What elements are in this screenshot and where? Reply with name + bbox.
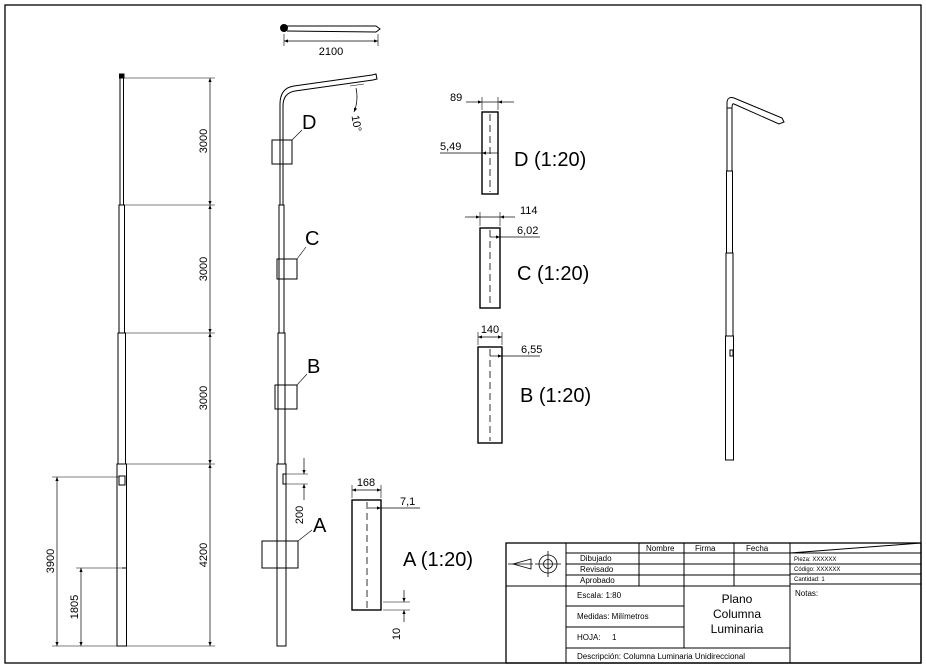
dim-total-label: 3900	[45, 549, 57, 573]
dim-arc-angle	[353, 87, 358, 113]
sec-c-title: C (1:20)	[517, 263, 589, 285]
section-detail-c	[465, 212, 540, 309]
sec-d-thickness-label: 5,49	[440, 141, 461, 153]
sec-c-outer-label: 114	[520, 205, 538, 217]
elevation-view	[52, 73, 215, 647]
sec-b-title: B (1:20)	[520, 385, 591, 407]
door-opening	[118, 475, 126, 486]
dim-seg2-label: 3000	[198, 257, 210, 281]
tb-description: Descripción: Columna Luminaria Unidirecc…	[577, 652, 745, 661]
dim-side-door-label: 200	[294, 506, 306, 524]
section-detail-b	[477, 332, 540, 444]
tb-role-revisado: Revisado	[580, 565, 614, 574]
tb-code: Código: XXXXXX	[794, 567, 840, 573]
section-marker-c	[276, 258, 298, 280]
title-block	[505, 542, 922, 664]
side-pole-segment-a	[276, 463, 287, 647]
pole-segment-middle	[117, 332, 126, 465]
tb-header-firma: Firma	[695, 544, 716, 553]
tb-quantity: Cantidad: 1	[794, 577, 825, 583]
section-label-a: A	[313, 515, 327, 537]
sec-d-title: D (1:20)	[514, 149, 586, 171]
section-label-b: B	[307, 356, 320, 378]
tb-role-dibujado: Dibujado	[580, 554, 612, 563]
luminaire-arm	[279, 74, 374, 205]
dim-arm-label: 2100	[319, 46, 343, 58]
tb-plan-title-line1: Plano	[722, 592, 753, 606]
isometric-view	[725, 97, 785, 461]
pole-segment-base	[116, 463, 127, 647]
sec-b-thickness-label: 6,55	[521, 344, 542, 356]
tb-units: Medidas: Milímetros	[577, 612, 649, 621]
dim-seg3-label: 3000	[198, 386, 210, 410]
section-marker-b	[274, 384, 298, 410]
section-marker-a	[261, 540, 299, 569]
section-marker-d	[271, 139, 293, 165]
dim-angle-label: 10°	[349, 114, 364, 132]
pole-segment-upper	[118, 204, 125, 334]
dim-seg1-label: 3000	[198, 129, 210, 153]
side-view	[261, 24, 381, 647]
sheet-border	[4, 4, 922, 664]
sec-a-outer-label: 168	[357, 477, 375, 489]
sec-a-title: A (1:20)	[403, 549, 473, 571]
section-label-c: C	[305, 228, 319, 250]
sec-b-outer-label: 140	[481, 324, 499, 336]
projection-symbol-icon	[508, 551, 561, 577]
sec-c-thickness-label: 6,02	[517, 225, 538, 237]
tb-sheet-number: 1	[612, 633, 617, 642]
tb-role-aprobado: Aprobado	[580, 576, 615, 585]
tb-notes: Notas:	[795, 589, 818, 598]
tb-plan-title-line2: Columna	[713, 607, 761, 621]
side-door-opening	[282, 473, 287, 485]
pole-cap	[119, 73, 125, 79]
tb-sheet-label: HOJA:	[577, 633, 601, 642]
tb-plan-title-line3: Luminaria	[711, 622, 764, 636]
tb-header-fecha: Fecha	[746, 544, 769, 553]
tb-header-nombre: Nombre	[646, 544, 675, 553]
section-label-d: D	[302, 112, 316, 134]
dim-door-label: 1805	[69, 595, 81, 619]
dim-seg4-label: 4200	[198, 543, 210, 567]
section-detail-d	[440, 97, 514, 195]
side-pole-segment-b	[277, 332, 286, 465]
sec-a-base-label: 10	[391, 628, 403, 640]
sec-a-thickness-label: 7,1	[400, 496, 415, 508]
arm-end-cap	[280, 24, 288, 32]
sec-d-outer-label: 89	[450, 92, 462, 104]
section-detail-a	[351, 485, 420, 622]
tb-piece: Pieza: XXXXXX	[794, 557, 836, 563]
pole-segment-top	[119, 77, 124, 206]
side-pole-segment-c	[278, 204, 285, 334]
tb-scale: Escala: 1:80	[577, 591, 622, 600]
